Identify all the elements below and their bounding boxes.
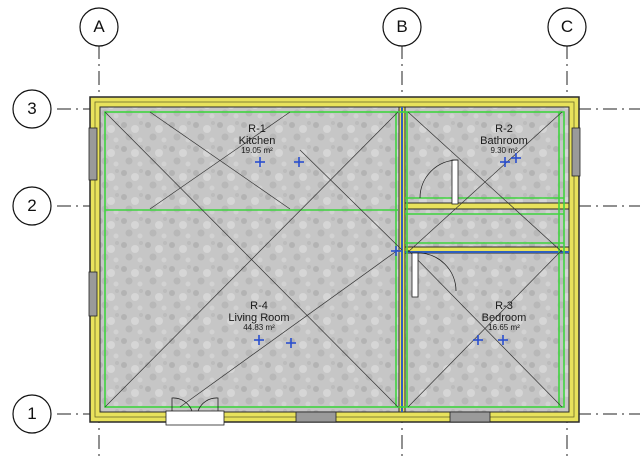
- grid-label-b[interactable]: B: [396, 17, 408, 36]
- room-name: Bathroom: [480, 134, 528, 147]
- room-number: R-3: [495, 300, 513, 312]
- grid-label-c[interactable]: C: [560, 17, 574, 36]
- room-area: 44.83 m²: [243, 323, 275, 333]
- grid-label-2[interactable]: 2: [27, 196, 37, 215]
- room-tag-living-room[interactable]: R-4 Living Room 44.83 m²: [216, 300, 302, 333]
- room-number: R-1: [248, 123, 266, 135]
- room-tag-kitchen[interactable]: R-1 Kitchen 19.05 m²: [222, 123, 292, 156]
- tag-marker-bathroom: [500, 153, 521, 167]
- grid-label-3[interactable]: 3: [27, 99, 37, 118]
- window-bottom-mid: [295, 411, 337, 423]
- window-left-bottom: [88, 271, 98, 317]
- window-bottom-right: [449, 411, 491, 423]
- room-separation-lines: [401, 107, 569, 412]
- room-tag-bedroom[interactable]: R-3 Bedroom 16.65 m²: [470, 300, 538, 333]
- room-boundaries: [104, 111, 565, 408]
- grid-bubble-1: [12, 394, 52, 434]
- room-name: Living Room: [228, 311, 290, 324]
- room-area: 9.30 m²: [490, 146, 518, 156]
- diagonal-lines: [104, 111, 563, 408]
- floor-area: [99, 106, 570, 413]
- grid-bubble-a: [79, 7, 119, 47]
- grid-bubbles: [12, 7, 587, 434]
- grid-label-a[interactable]: A: [93, 17, 105, 36]
- room-area: 16.65 m²: [488, 323, 520, 333]
- grid-bubble-b: [382, 7, 422, 47]
- bathroom-door: [451, 159, 459, 205]
- room-number: R-4: [250, 300, 268, 312]
- bedroom-door: [411, 252, 419, 298]
- grid-bubble-2: [12, 186, 52, 226]
- room-number: R-2: [495, 123, 513, 135]
- room-tag-bathroom[interactable]: R-2 Bathroom 9.30 m²: [468, 123, 540, 156]
- window-right: [571, 127, 581, 177]
- tag-marker-living: [254, 246, 401, 348]
- tag-marker-bedroom: [473, 335, 508, 345]
- entry-door: [165, 410, 225, 426]
- doors: [165, 159, 459, 426]
- room-name: Bedroom: [481, 311, 527, 324]
- room-area: 19.05 m²: [241, 146, 273, 156]
- room-tag-markers: [254, 153, 521, 348]
- grid-bubble-c: [547, 7, 587, 47]
- grid-bubble-3: [12, 89, 52, 129]
- tag-marker-kitchen: [255, 157, 304, 167]
- windows: [88, 127, 581, 423]
- window-left-top: [88, 127, 98, 181]
- grid-label-1[interactable]: 1: [27, 404, 37, 423]
- room-name: Kitchen: [238, 134, 276, 147]
